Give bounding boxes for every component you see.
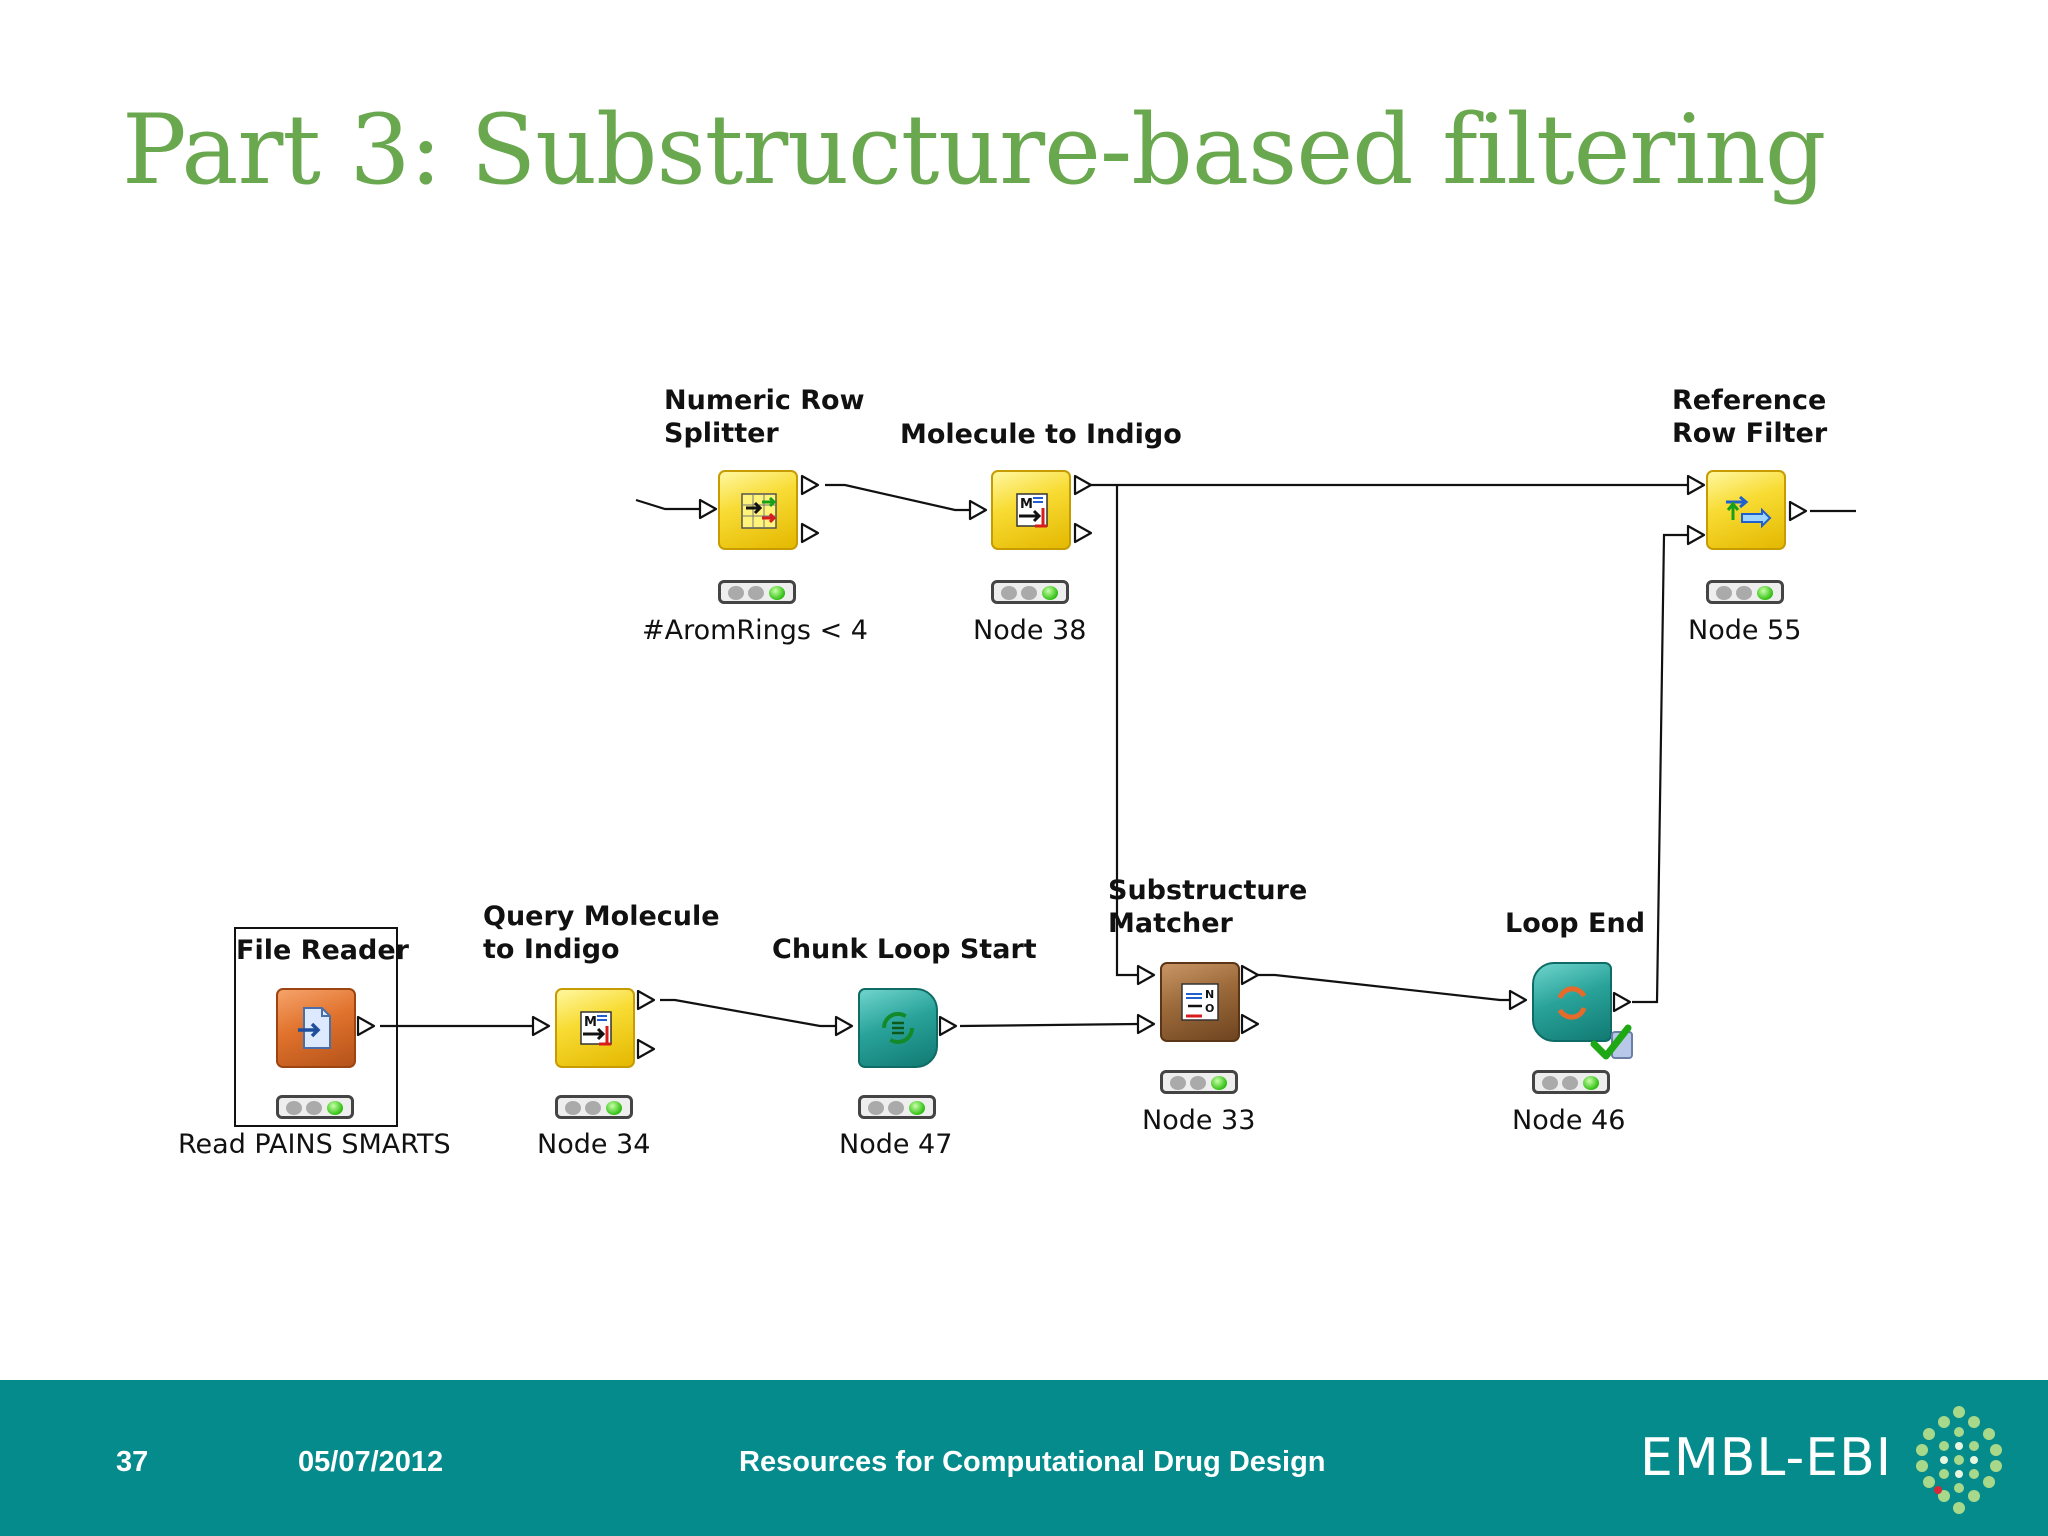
node-caption-numeric-row-splitter[interactable]: #AromRings < 4 — [642, 615, 868, 646]
port-query-out2 — [636, 1038, 656, 1060]
slide-title: Part 3: Substructure-based filtering — [122, 94, 1826, 206]
embl-ebi-logo-text: EMBL-EBI — [1640, 1428, 1893, 1488]
port-chunk-out — [938, 1015, 958, 1037]
substructure-match-icon: N O — [1181, 983, 1219, 1021]
loop-start-icon — [882, 1012, 914, 1044]
numeric-row-splitter-node[interactable] — [718, 470, 798, 550]
svg-text:O: O — [1205, 1002, 1214, 1015]
molecule-converter-icon: M — [1016, 493, 1048, 528]
node-label-loop-end: Loop End — [1505, 908, 1646, 939]
row-splitter-icon — [741, 493, 777, 529]
status-light-reference-row-filter — [1706, 580, 1784, 604]
port-matcher-out1 — [1240, 964, 1260, 986]
query-molecule-to-indigo-node[interactable]: M — [555, 988, 635, 1068]
port-chunk-in — [834, 1015, 854, 1037]
port-loop-end-out — [1612, 991, 1632, 1013]
node-label-numeric-row-splitter: Numeric Row Splitter — [664, 385, 865, 449]
connection-splitter-to-mol-indigo — [825, 483, 970, 512]
molecule-converter-icon: M — [580, 1011, 612, 1046]
workflow-connections — [356, 474, 1856, 1060]
reference-filter-icon — [1726, 495, 1772, 529]
connection-query-to-chunk — [660, 998, 836, 1028]
status-light-chunk-loop-start — [858, 1095, 936, 1119]
port-ref-filter-in1 — [1686, 474, 1706, 496]
slide-number: 37 — [116, 1446, 149, 1478]
node-label-chunk-loop-start: Chunk Loop Start — [772, 934, 1037, 965]
loop-end-node[interactable] — [1532, 962, 1612, 1042]
connection-matcher-to-loop-end — [1256, 973, 1510, 1002]
port-ref-filter-in2 — [1686, 524, 1706, 546]
presentation-title: Resources for Computational Drug Design — [739, 1446, 1326, 1478]
port-mol-indigo-out2 — [1073, 522, 1093, 544]
port-matcher-in2 — [1136, 1013, 1156, 1035]
status-light-numeric-row-splitter — [718, 580, 796, 604]
status-light-query-molecule-to-indigo — [555, 1095, 633, 1119]
node-caption-reference-row-filter[interactable]: Node 55 — [1688, 615, 1802, 646]
node-caption-query-molecule-to-indigo[interactable]: Node 34 — [537, 1129, 651, 1160]
node-caption-substructure-matcher[interactable]: Node 33 — [1142, 1105, 1256, 1136]
port-query-in — [531, 1015, 551, 1037]
node-label-substructure-matcher: Substructure Matcher — [1108, 875, 1308, 939]
svg-text:M: M — [584, 1015, 597, 1030]
port-mol-indigo-out1 — [1073, 474, 1093, 496]
file-reader-node[interactable] — [276, 988, 356, 1068]
chunk-loop-start-node[interactable] — [858, 988, 938, 1068]
port-matcher-out2 — [1240, 1013, 1260, 1035]
node-selection-box — [234, 927, 398, 1127]
port-loop-end-in — [1508, 989, 1528, 1011]
node-caption-file-reader[interactable]: Read PAINS SMARTS — [178, 1129, 451, 1160]
file-import-icon — [298, 1007, 331, 1049]
node-caption-chunk-loop-start[interactable]: Node 47 — [839, 1129, 953, 1160]
checkmark-icon — [1590, 1024, 1633, 1060]
port-query-out1 — [636, 989, 656, 1011]
node-label-reference-row-filter: Reference Row Filter — [1672, 385, 1828, 449]
node-label-query-molecule-to-indigo: Query Molecule to Indigo — [483, 901, 720, 965]
connection-loop-end-to-ref-filter — [1632, 533, 1688, 1004]
port-splitter-in — [698, 498, 718, 520]
substructure-matcher-node[interactable]: N O — [1160, 962, 1240, 1042]
embl-ebi-logo-icon — [1916, 1406, 2002, 1514]
node-label-molecule-to-indigo: Molecule to Indigo — [900, 419, 1182, 450]
status-light-molecule-to-indigo — [991, 580, 1069, 604]
port-matcher-in1 — [1136, 964, 1156, 986]
port-splitter-out1 — [800, 474, 820, 496]
port-ref-filter-out — [1788, 500, 1808, 522]
molecule-to-indigo-node[interactable]: M — [991, 470, 1071, 550]
port-file-reader-out — [356, 1015, 376, 1037]
connection-chunk-to-matcher — [959, 1022, 1139, 1028]
node-label-file-reader: File Reader — [236, 935, 409, 966]
svg-text:M: M — [1020, 497, 1033, 512]
slide-date: 05/07/2012 — [298, 1446, 444, 1478]
status-light-file-reader — [276, 1095, 354, 1119]
loop-end-icon — [1557, 986, 1587, 1020]
reference-row-filter-node[interactable] — [1706, 470, 1786, 550]
status-light-substructure-matcher — [1160, 1070, 1238, 1094]
node-caption-molecule-to-indigo[interactable]: Node 38 — [973, 615, 1087, 646]
connection-mol-indigo-to-matcher — [1115, 485, 1138, 977]
status-light-loop-end — [1532, 1070, 1610, 1094]
svg-text:N: N — [1205, 988, 1214, 1001]
slide-footer — [0, 1380, 2048, 1536]
port-mol-indigo-in — [968, 499, 988, 521]
node-caption-loop-end[interactable]: Node 46 — [1512, 1105, 1626, 1136]
connection-input-to-splitter — [635, 498, 700, 511]
port-splitter-out2 — [800, 522, 820, 544]
